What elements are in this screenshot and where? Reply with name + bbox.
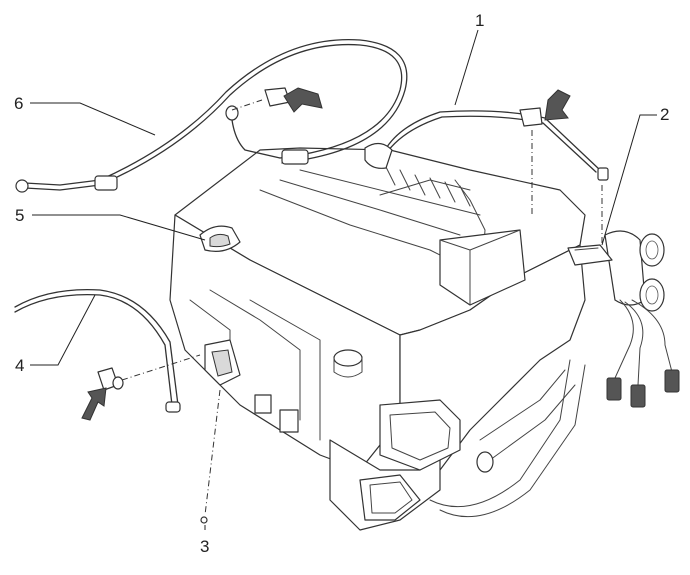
clip-5	[199, 225, 241, 252]
cable-1	[364, 107, 609, 245]
leader-lines	[30, 29, 657, 530]
part-3-pin	[200, 389, 221, 524]
cable-4	[14, 288, 201, 413]
callout-1: 1	[475, 11, 484, 30]
callout-4: 4	[15, 356, 24, 375]
callout-5: 5	[15, 206, 24, 225]
arrow-icon	[81, 87, 571, 421]
callout-3: 3	[200, 537, 209, 556]
cable-6	[15, 38, 408, 193]
callout-6: 6	[14, 94, 23, 113]
clip-2	[567, 244, 613, 266]
callout-2: 2	[660, 105, 669, 124]
heater-housing	[169, 147, 680, 531]
